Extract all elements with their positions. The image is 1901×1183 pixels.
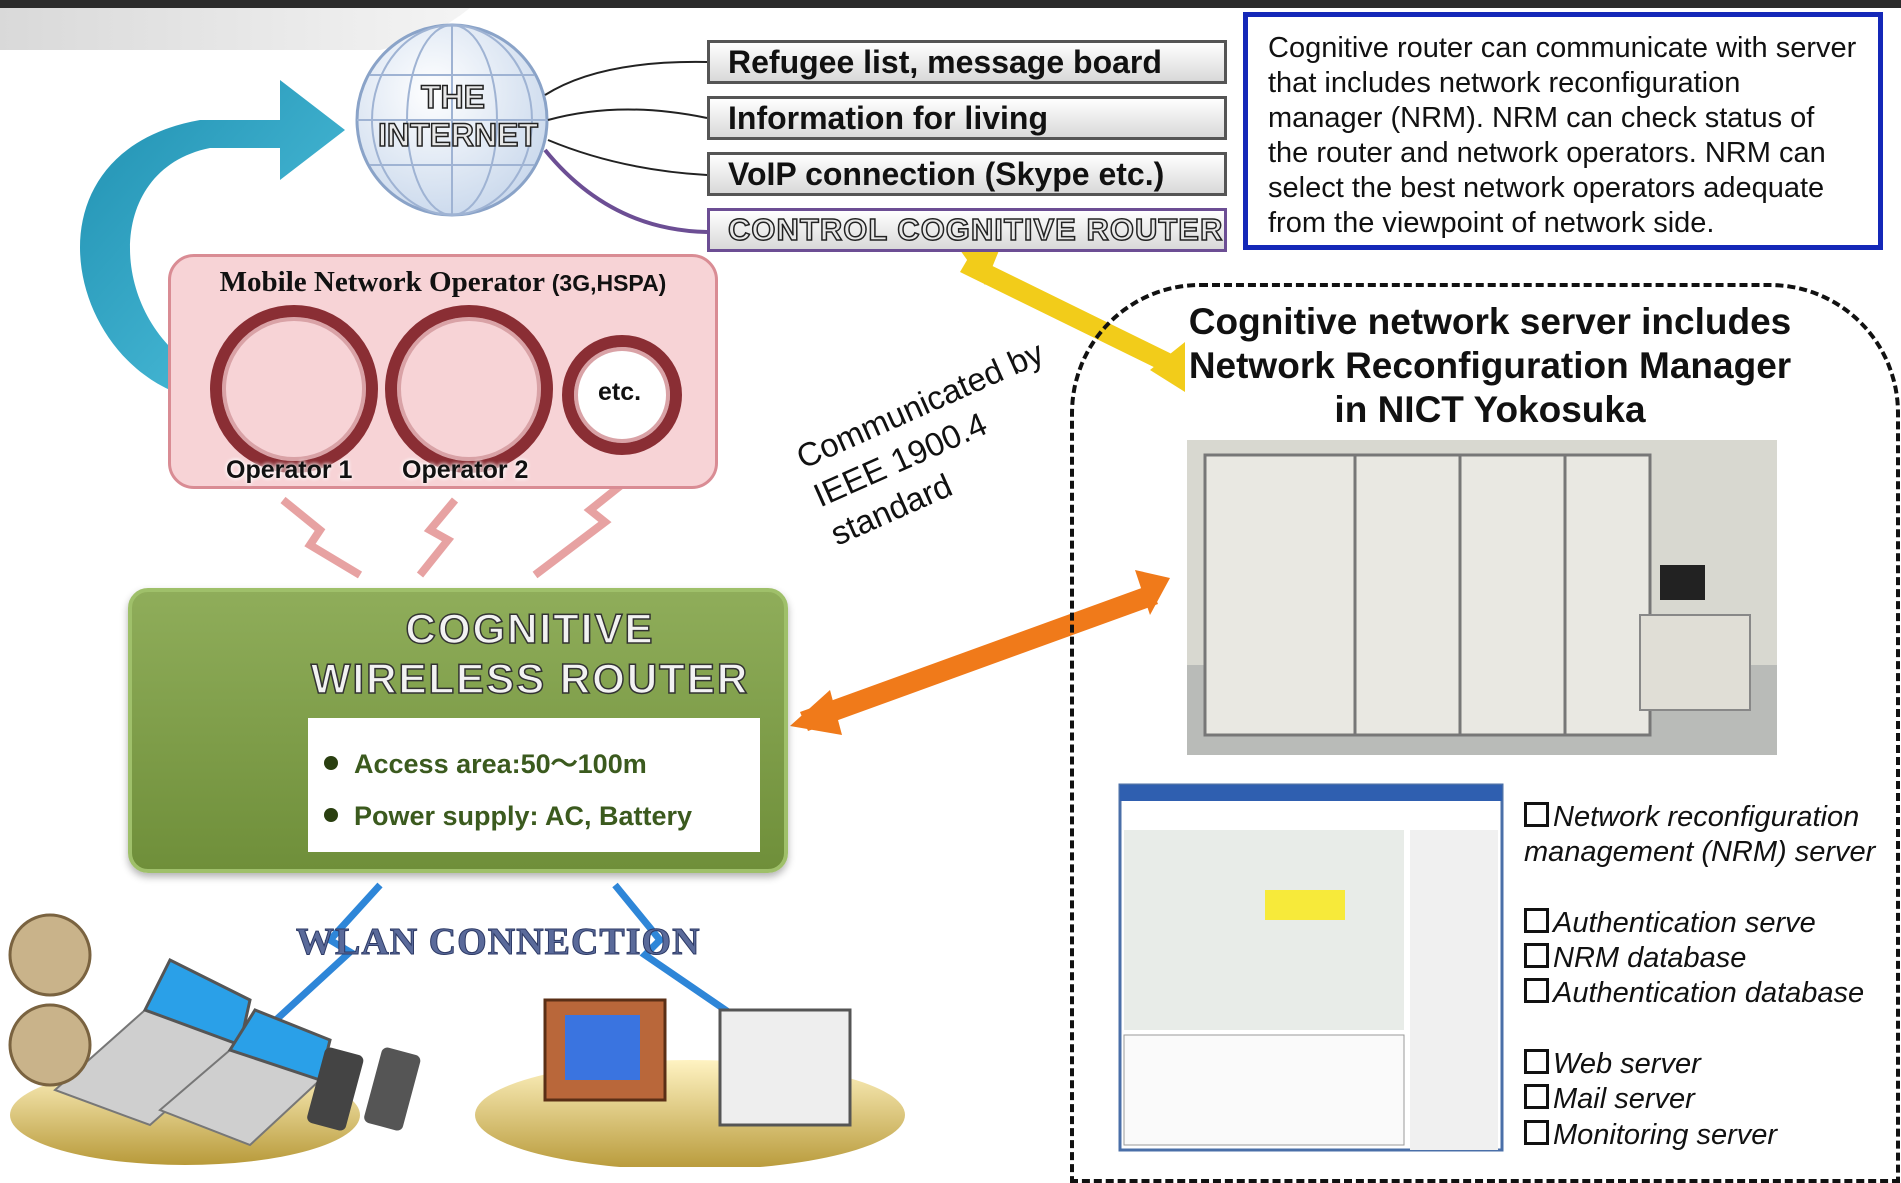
- checkbox-icon: [1524, 908, 1549, 933]
- wlan-link-zigzags: [262, 882, 742, 1033]
- orange-double-arrow: [790, 570, 1170, 735]
- operator-2-circle: [385, 305, 553, 473]
- mno-title-subtitle: (3G,HSPA): [551, 270, 667, 296]
- webcam-icon: [8, 1003, 92, 1087]
- server-component-web-server: Web server: [1524, 1047, 1894, 1082]
- operator-etc-label: etc.: [598, 378, 642, 406]
- router-spec-item: Access area:50～100m: [316, 738, 760, 790]
- server-component-authentication-database: Authentication database: [1524, 976, 1894, 1011]
- router-spec-item: Power supply: AC, Battery: [316, 790, 760, 842]
- connector-line: [547, 108, 708, 121]
- router-spec-text: Access area:50～100m: [354, 749, 647, 779]
- internet-label: THE INTERNET: [377, 78, 539, 154]
- desktop-and-printer: [543, 998, 852, 1127]
- connector-line: [543, 148, 708, 234]
- internet-label-line2: INTERNET: [377, 116, 539, 154]
- router-spec-box: Access area:50～100m Power supply: AC, Ba…: [308, 718, 760, 852]
- header-strip: [0, 0, 1901, 8]
- nrm-description-text: Cognitive router can communicate with se…: [1268, 32, 1857, 239]
- server-title-line3: in NICT Yokosuka: [1334, 389, 1646, 430]
- checkbox-icon: [1524, 1049, 1549, 1074]
- service-information-for-living: Information for living: [707, 96, 1227, 140]
- server-component-label: Monitoring server: [1553, 1119, 1778, 1151]
- connector-line: [547, 139, 708, 176]
- server-component-label: Authentication database: [1553, 977, 1865, 1009]
- checkbox-icon: [1524, 943, 1549, 968]
- checkbox-icon: [1524, 1084, 1549, 1109]
- server-component-label: Mail server: [1553, 1083, 1695, 1115]
- operator-link-zigzags: [280, 466, 643, 579]
- server-component-label: Network reconfiguration management (NRM)…: [1524, 801, 1876, 868]
- server-component-label: Web server: [1553, 1048, 1701, 1080]
- router-title: COGNITIVE WIRELESS ROUTER: [280, 604, 780, 704]
- bullet-icon: [324, 808, 338, 822]
- server-component-nrm-database: NRM database: [1524, 941, 1894, 976]
- headset-icon: [8, 913, 92, 997]
- connector-line: [544, 60, 708, 96]
- server-title-line1: Cognitive network server includes: [1188, 301, 1792, 342]
- server-component-label: NRM database: [1553, 942, 1747, 974]
- header-swoosh: [0, 8, 470, 50]
- service-control-cognitive-router: CONTROL COGNITIVE ROUTER: [707, 208, 1227, 252]
- mno-title-text: Mobile Network Operator: [219, 266, 545, 298]
- server-component-authentication-server: Authentication serve: [1524, 906, 1894, 941]
- wlan-connection-label: WLAN CONNECTION: [296, 921, 701, 964]
- server-component-mail-server: Mail server: [1524, 1082, 1894, 1117]
- server-title: Cognitive network server includes Networ…: [1120, 300, 1860, 432]
- mobile-network-operator-title: Mobile Network Operator (3G,HSPA): [168, 266, 718, 299]
- operator-1-label: Operator 1: [226, 456, 353, 484]
- router-title-line1: COGNITIVE: [405, 604, 655, 653]
- server-rack-photo: [1187, 440, 1777, 755]
- checkbox-icon: [1524, 1120, 1549, 1145]
- laptops-and-phones: [53, 957, 421, 1147]
- server-component-nrm: Network reconfiguration management (NRM)…: [1524, 800, 1894, 870]
- service-refugee-list: Refugee list, message board: [707, 40, 1227, 84]
- router-title-line2: WIRELESS ROUTER: [310, 654, 750, 703]
- server-title-line2: Network Reconfiguration Manager: [1188, 345, 1792, 386]
- cyan-uplink-arrow: [80, 80, 345, 390]
- checkbox-icon: [1524, 978, 1549, 1003]
- operator-1-circle: [210, 305, 378, 473]
- nrm-description-box: Cognitive router can communicate with se…: [1243, 12, 1883, 250]
- service-voip-connection: VoIP connection (Skype etc.): [707, 152, 1227, 196]
- internet-label-line1: THE: [420, 78, 486, 116]
- router-spec-text: Power supply: AC, Battery: [354, 801, 693, 831]
- bullet-icon: [324, 756, 338, 770]
- server-component-label: Authentication serve: [1553, 907, 1816, 939]
- internet-globe: [355, 23, 549, 217]
- server-component-monitoring-server: Monitoring server: [1524, 1118, 1894, 1153]
- checkbox-icon: [1524, 802, 1549, 827]
- operator-2-label: Operator 2: [402, 456, 529, 484]
